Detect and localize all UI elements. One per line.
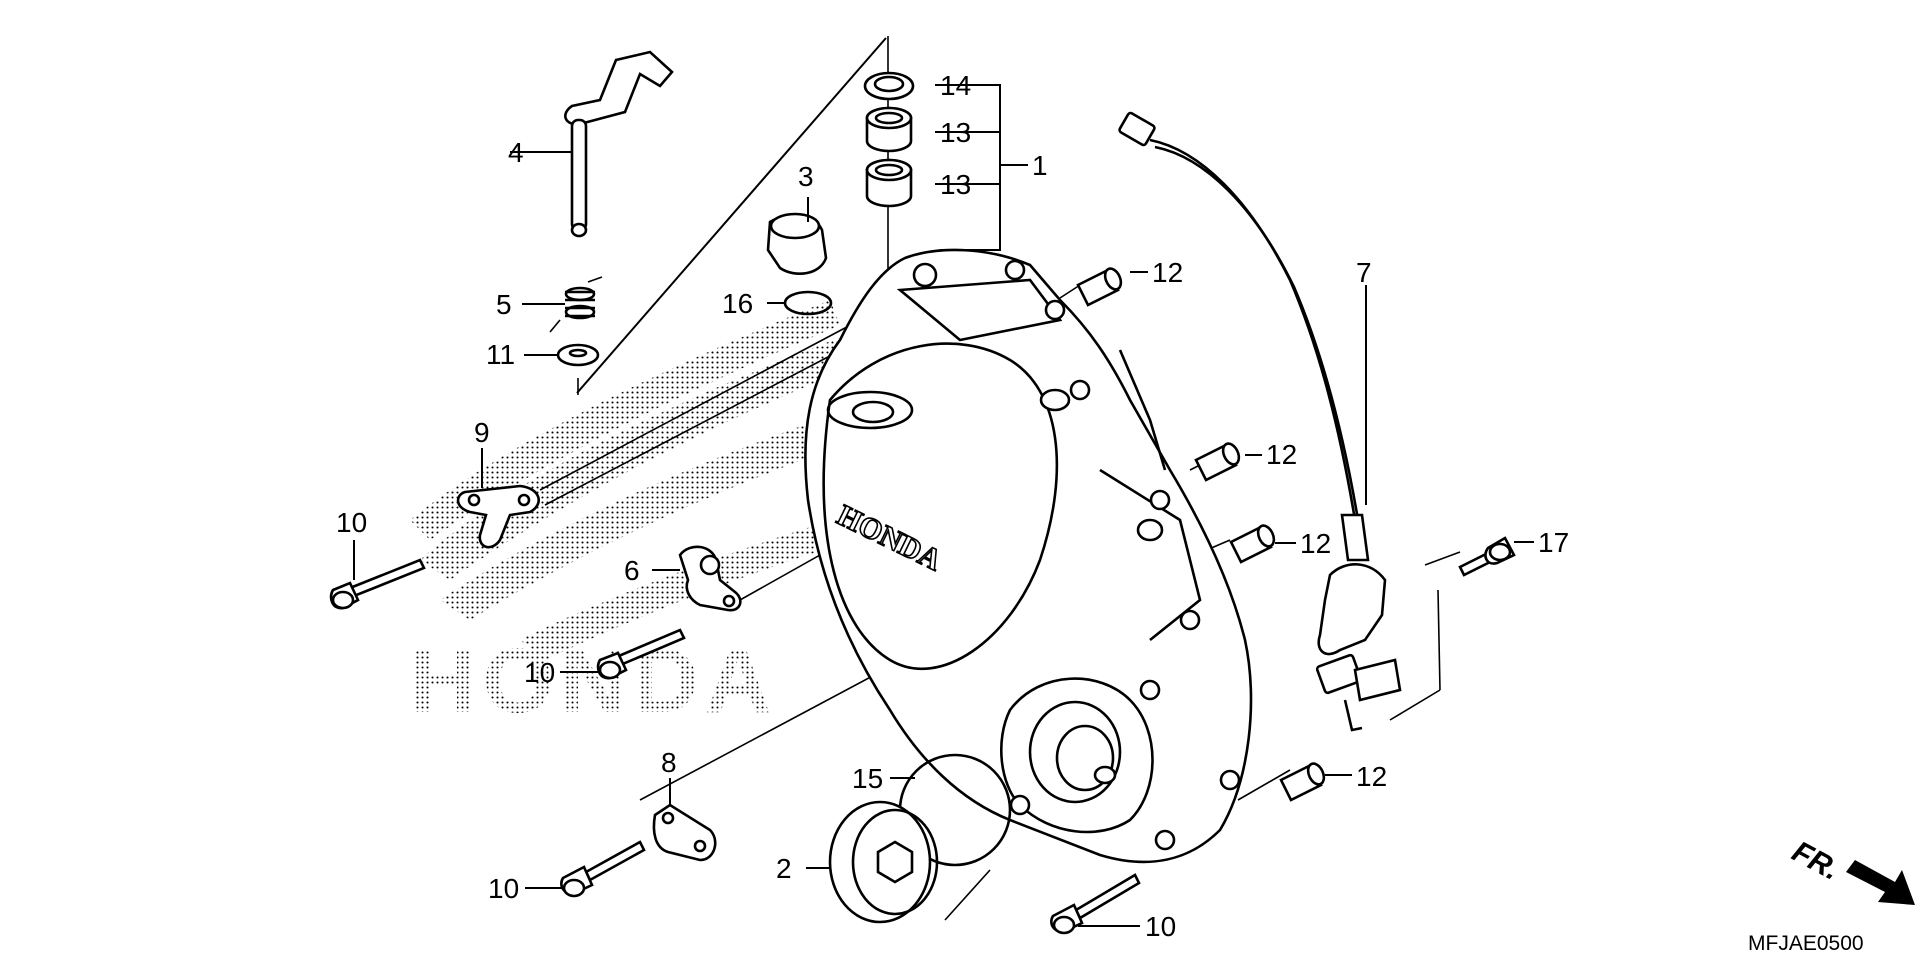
- callout-10-a: 10: [336, 507, 367, 538]
- plate-part-8: [652, 803, 717, 862]
- dowel-pin-part-12-b: [1194, 442, 1241, 482]
- bracket-1: [935, 84, 1028, 251]
- dowel-pin-part-12-c: [1229, 524, 1276, 564]
- callout-12-a: 12: [1152, 257, 1183, 288]
- watermark-word: HONDA: [410, 630, 777, 732]
- bracket-part-9: [456, 484, 540, 549]
- callout-ticks: [353, 151, 1534, 927]
- bearing-part-14: [863, 71, 915, 101]
- front-arrow-icon: [1846, 860, 1915, 905]
- callout-15: 15: [852, 763, 883, 794]
- bolt-part-10-a: [329, 558, 426, 610]
- callout-7: 7: [1356, 257, 1372, 288]
- callout-17: 17: [1538, 527, 1569, 558]
- callout-13-a: 13: [940, 117, 971, 148]
- callout-3: 3: [798, 161, 814, 192]
- callout-4: 4: [508, 137, 524, 168]
- hole-cap-part-2: [828, 800, 939, 924]
- dowel-pin-part-12-a: [1076, 267, 1123, 307]
- direction-label: FR.: [1787, 835, 1845, 887]
- callout-9: 9: [474, 417, 490, 448]
- callout-1: 1: [1032, 150, 1048, 181]
- callout-16: 16: [722, 288, 753, 319]
- callout-10-c: 10: [488, 873, 519, 904]
- bolt-part-10-c: [560, 840, 646, 898]
- callout-11: 11: [486, 339, 515, 370]
- right-crankcase-cover: HONDA: [804, 248, 1253, 864]
- needle-bearing-part-13-a: [865, 106, 913, 153]
- callout-labels: 1 2 3 4 5 6 7 8 9 10 10 10 10 11 12 12 1…: [336, 70, 1569, 942]
- bolt-part-10-b: [596, 628, 686, 680]
- bolt-part-10-d: [1050, 873, 1141, 935]
- callout-12-c: 12: [1300, 528, 1331, 559]
- callout-8: 8: [661, 747, 677, 778]
- callout-12-b: 12: [1266, 439, 1297, 470]
- needle-bearing-part-13-b: [865, 158, 913, 208]
- callout-10-d: 10: [1145, 911, 1176, 942]
- callout-2: 2: [776, 853, 792, 884]
- spring-part-5: [549, 276, 603, 333]
- callout-13-b: 13: [940, 169, 971, 200]
- washer-part-11: [556, 343, 600, 367]
- clamp-part-6: [678, 545, 742, 612]
- dowel-pin-part-12-d: [1279, 762, 1326, 802]
- callout-10-b: 10: [524, 657, 555, 688]
- callout-14: 14: [940, 70, 971, 101]
- sensor-part-7: [1118, 111, 1402, 732]
- callout-5: 5: [496, 289, 512, 320]
- callout-12-d: 12: [1356, 761, 1387, 792]
- arm-part-4: [564, 50, 674, 238]
- diagram-code: MFJAE0500: [1748, 932, 1864, 955]
- front-direction-indicator: FR.: [1787, 835, 1915, 905]
- oil-filler-cap-part-3: [766, 212, 828, 276]
- bolt-part-17: [1458, 536, 1516, 577]
- callout-6: 6: [624, 555, 640, 586]
